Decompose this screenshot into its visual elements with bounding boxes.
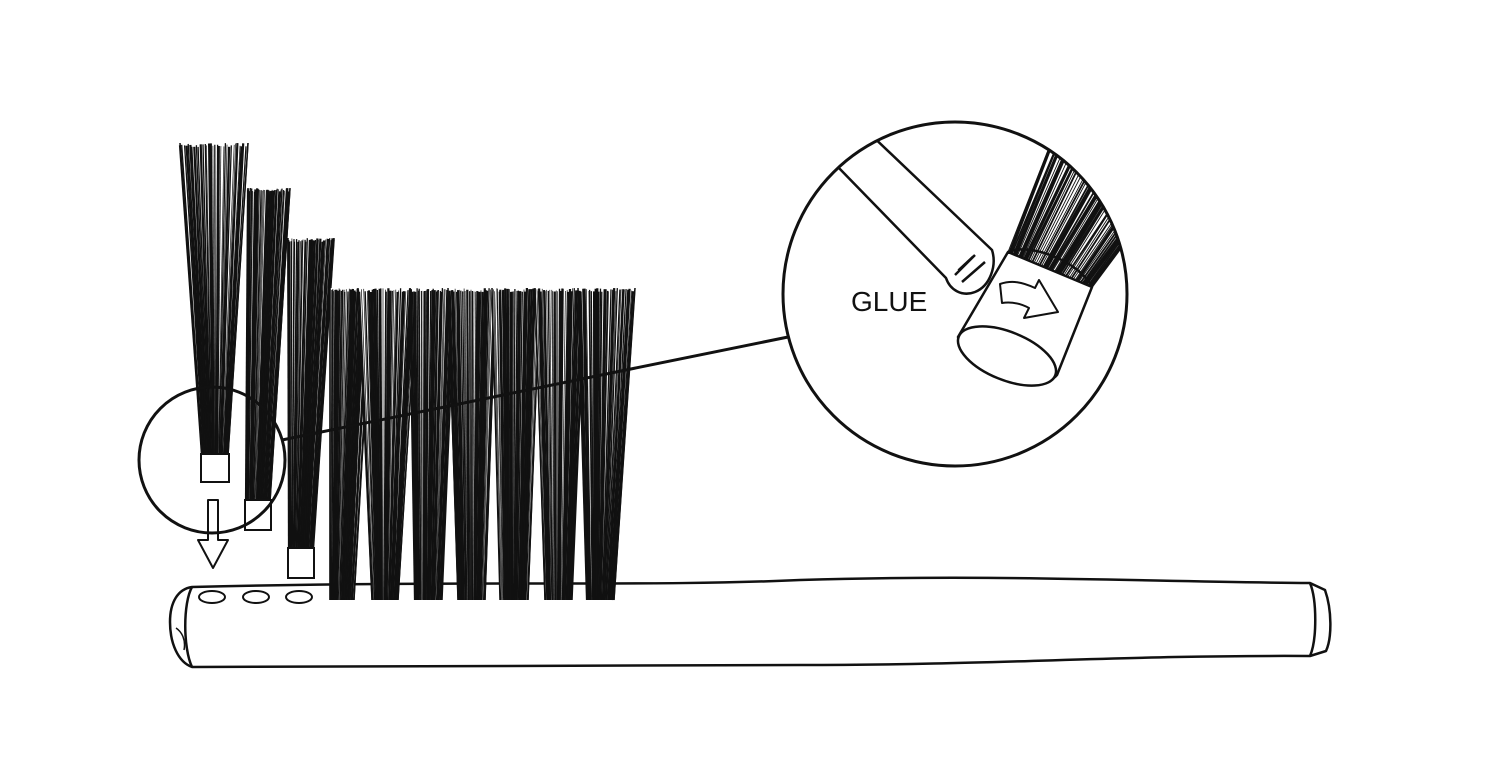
tuft-hole (242, 590, 270, 604)
tuft-holes (198, 590, 313, 604)
bristle-tuft (357, 287, 418, 601)
bristle-tuft (447, 287, 497, 601)
toothbrush-handle (168, 576, 1332, 669)
tuft-ferrule (287, 547, 315, 579)
bristle-tuft (408, 287, 456, 601)
bristle-tuft (577, 287, 636, 601)
tuft-ferrule (200, 453, 230, 483)
magnifier-connector-line (281, 334, 794, 442)
bristle-tuft (491, 287, 541, 601)
bristle-tuft (534, 287, 586, 601)
bristle-tuft (287, 237, 335, 551)
glue-label: GLUE (851, 286, 927, 317)
bristle-tuft (178, 142, 249, 457)
tuft-hole (198, 590, 226, 604)
magnified-detail (781, 120, 1129, 468)
bristle-tuft (244, 187, 291, 503)
bristle-tufts (178, 142, 636, 601)
curved-arrow-icon (999, 279, 1059, 319)
tuft-hole (285, 590, 313, 604)
magnifier-source-circle (137, 385, 287, 535)
tuft-ferrules (200, 453, 315, 579)
